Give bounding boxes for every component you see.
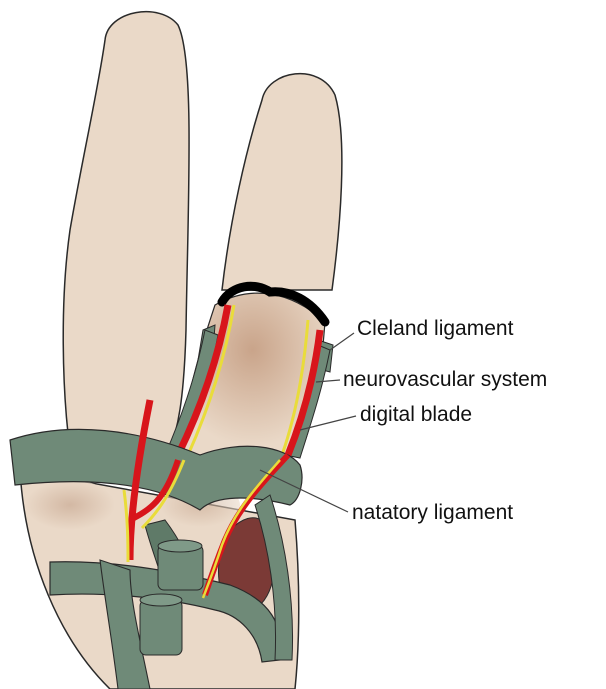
left-finger [63,12,189,455]
label-neurovascular-system: neurovascular system [343,369,547,390]
leader-cleland [330,333,354,350]
right-finger [222,74,342,290]
tendon-stump-lower [140,600,182,655]
tendon-stump-lower-end [140,594,182,606]
label-natatory-ligament: natatory ligament [352,502,513,523]
tendon-stump-upper-end [158,540,202,552]
label-cleland-ligament: Cleland ligament [357,318,513,339]
label-digital-blade: digital blade [360,404,472,425]
palm-shadow-left [25,480,115,530]
